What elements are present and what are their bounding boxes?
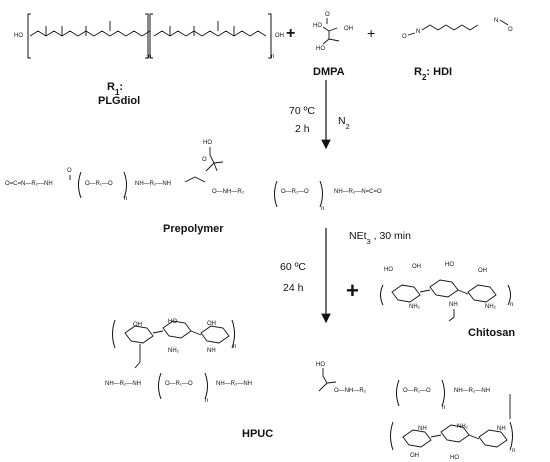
- hpuc-nh2-bottom: NH₂: [457, 424, 469, 430]
- hpuc-ho-bottom: HO: [450, 455, 459, 461]
- chitosan-oh-1: OH: [412, 264, 421, 270]
- hdi-structure: O N N O R2: HDI: [402, 18, 513, 82]
- hpuc-end-chain: NH—R₂—NH: [454, 388, 490, 394]
- plg-label-r1: R1:: [107, 81, 123, 97]
- plus-sign-1: +: [286, 25, 295, 42]
- dmpa-structure: O HO HO OH DMPA: [313, 12, 353, 78]
- dmpa-ho2: HO: [316, 46, 325, 52]
- plg-bracket-left-2: [145, 13, 149, 59]
- chitosan-structure: HO OH HO OH NH₂ NH NH₂ n Chitosan: [380, 262, 515, 339]
- prepolymer-mid-chain: NH—R₂—NH: [135, 181, 171, 187]
- hpuc-ho-1: HO: [168, 319, 177, 325]
- hpuc-n-bottom: n: [512, 448, 515, 454]
- dmpa-ho: HO: [313, 23, 322, 29]
- step2-temp: 60 ºC: [280, 261, 306, 273]
- hpuc-oh-bottom: OH: [410, 453, 419, 459]
- plg-end-left: HO: [14, 33, 23, 39]
- hpuc-n-2: n: [442, 405, 445, 411]
- plg-repeat-n2: n: [271, 54, 274, 60]
- hdi-n-right: N: [494, 18, 498, 24]
- hpuc-nh2-top: NH₂: [168, 348, 180, 354]
- step1-gas: N2: [338, 115, 350, 131]
- hdi-label: R2: HDI: [414, 66, 452, 82]
- hpuc-label: HPUC: [242, 428, 273, 440]
- step2-duration: 24 h: [283, 282, 304, 294]
- hpuc-n-1: n: [205, 398, 208, 404]
- hpuc-oh-1: OH: [133, 322, 142, 328]
- chitosan-nh2-2: NH₂: [485, 304, 497, 310]
- prepolymer-left-chain: O=C=N—R₂—NH: [5, 181, 53, 187]
- prepolymer-label: Prepolymer: [163, 223, 224, 235]
- chitosan-oh-2: OH: [478, 268, 487, 274]
- hpuc-r1-segment: O—R₁—O: [165, 381, 193, 387]
- chitosan-ho-2: HO: [445, 262, 454, 268]
- plgdiol-structure: HO n n OH R1: PLGdiol: [14, 13, 284, 107]
- hdi-o-right: O: [508, 27, 513, 33]
- step2-reagent: NEt3 , 30 min: [349, 230, 411, 246]
- prepolymer-o: O: [202, 157, 207, 163]
- plg-chain-left: [29, 30, 151, 37]
- plg-chain-right: [153, 30, 267, 37]
- hpuc-nh-bottom-2: NH: [497, 426, 506, 432]
- hdi-o-left: O: [402, 34, 407, 40]
- dmpa-label: DMPA: [313, 66, 345, 78]
- prepolymer-left-o: O: [67, 168, 72, 174]
- plg-end-right: OH: [275, 33, 284, 39]
- plg-bracket-right-1: [149, 13, 153, 59]
- hpuc-r1-segment-2: O—R₁—O: [403, 388, 431, 394]
- hdi-n-left: N: [416, 29, 420, 35]
- hpuc-right-chain: O—NH—R₂: [334, 388, 367, 394]
- hpuc-left-chain: NH—R₂—NH: [105, 381, 141, 387]
- dmpa-o: O: [325, 12, 330, 18]
- prepolymer-structure: O=C=N—R₂—NH O O—R₁—O n NH—R₂—NH HO O O—N…: [5, 140, 382, 235]
- prepolymer-r1-segment-2: O—R₁—O: [281, 189, 309, 195]
- plg-bracket-left-1: [27, 13, 31, 59]
- step1-time: 2 h: [295, 123, 310, 135]
- prepolymer-right-chain: O—NH—R₂: [212, 189, 245, 195]
- chitosan-ho: HO: [384, 267, 393, 273]
- plus-sign-3: +: [346, 278, 359, 303]
- plus-sign-2: +: [367, 25, 375, 41]
- prepolymer-ho: HO: [203, 140, 212, 146]
- step1-temp: 70 ºC: [289, 105, 315, 117]
- prepolymer-end-chain: NH—R₂—N=C=O: [334, 189, 382, 195]
- plg-label-name: PLGdiol: [98, 95, 140, 107]
- prepolymer-n1: n: [124, 196, 127, 202]
- dmpa-oh: OH: [344, 26, 353, 32]
- hpuc-mid-chain: NH—R₂—NH: [216, 381, 252, 387]
- hpuc-nh-top: NH: [207, 348, 216, 354]
- hpuc-nh-bottom: NH: [418, 426, 427, 432]
- chitosan-nh: NH: [449, 302, 458, 308]
- hpuc-oh-2: OH: [207, 321, 216, 327]
- prepolymer-n2: n: [321, 206, 324, 212]
- hpuc-structure: n OH HO OH NH₂ NH NH—R₂—NH O—R₁—O n NH—R…: [105, 319, 515, 461]
- prepolymer-r1-segment: O—R₁—O: [85, 181, 113, 187]
- hpuc-n-top: n: [233, 344, 236, 350]
- hpuc-ho: HO: [316, 362, 325, 368]
- chitosan-nh2-1: NH₂: [409, 304, 421, 310]
- chitosan-n: n: [510, 302, 513, 308]
- plg-bracket-right-2: [268, 13, 272, 59]
- chitosan-label: Chitosan: [468, 327, 515, 339]
